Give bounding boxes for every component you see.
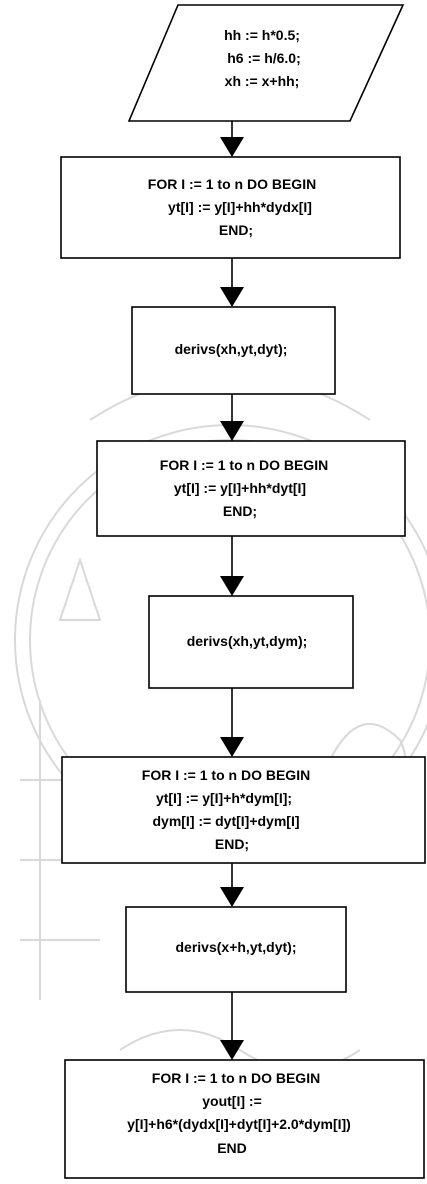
arrow-4 [220,536,244,596]
step-io-init-line-2: h6 := h/6.0; [227,50,301,66]
step-loop-yt-dym-line-1: FOR I := 1 to n DO BEGIN [142,767,310,783]
step-loop-yout-line-3: y[I]+h6*(dydx[I]+dyt[I]+2.0*dym[I]) [127,1116,351,1132]
arrow-7 [220,992,244,1060]
connectors [220,121,244,1060]
step-loop-yt-dydx-line-1: FOR I := 1 to n DO BEGIN [148,176,316,192]
step-loop-yt-dyt-line-3: END; [223,503,257,519]
step-derivs-xplush-dyt: derivs(x+h,yt,dyt); [125,906,347,993]
step-io-init: hh := h*0.5; h6 := h/6.0; xh := x+hh; [127,4,405,122]
step-derivs-xh-dym: derivs(xh,yt,dym); [148,595,354,689]
step-loop-yt-dym-line-2: yt[I] := y[I]+h*dym[I]; [156,790,292,806]
step-loop-yout-line-4: END [217,1140,247,1156]
step-derivs-xplush-dyt-line-1: derivs(x+h,yt,dyt); [176,939,297,955]
step-loop-yt-dym: FOR I := 1 to n DO BEGIN yt[I] := y[I]+h… [61,756,426,864]
step-loop-yt-dydx-line-2: yt[I] := y[I]+hh*dydx[I] [168,199,312,215]
step-loop-yout: FOR I := 1 to n DO BEGIN yout[I] := y[I]… [64,1059,425,1179]
step-loop-yt-dydx-line-3: END; [219,222,253,238]
arrow-2 [220,258,244,307]
step-io-init-line-1: hh := h*0.5; [224,27,300,43]
step-loop-yt-dym-line-3: dym[I] := dyt[I]+dym[I] [152,813,299,829]
step-derivs-xh-dyt-line-1: derivs(xh,yt,dyt); [175,341,288,357]
step-loop-yt-dyt: FOR I := 1 to n DO BEGIN yt[I] := y[I]+h… [96,440,406,537]
step-io-init-line-3: xh := x+hh; [225,73,300,89]
step-loop-yt-dyt-line-2: yt[I] := y[I]+hh*dyt[I] [174,480,306,496]
arrow-5 [220,688,244,757]
step-loop-yout-line-1: FOR I := 1 to n DO BEGIN [152,1070,320,1086]
step-derivs-xh-dym-line-1: derivs(xh,yt,dym); [187,633,308,649]
step-loop-yt-dym-line-4: END; [215,836,249,852]
step-loop-yt-dyt-line-1: FOR I := 1 to n DO BEGIN [160,457,328,473]
step-loop-yt-dydx: FOR I := 1 to n DO BEGIN yt[I] := y[I]+h… [60,156,401,259]
arrow-3 [220,394,244,441]
arrow-6 [220,863,244,907]
step-derivs-xh-dyt: derivs(xh,yt,dyt); [131,306,336,395]
arrow-1 [220,121,244,157]
step-loop-yout-line-2: yout[I] := [202,1093,262,1109]
